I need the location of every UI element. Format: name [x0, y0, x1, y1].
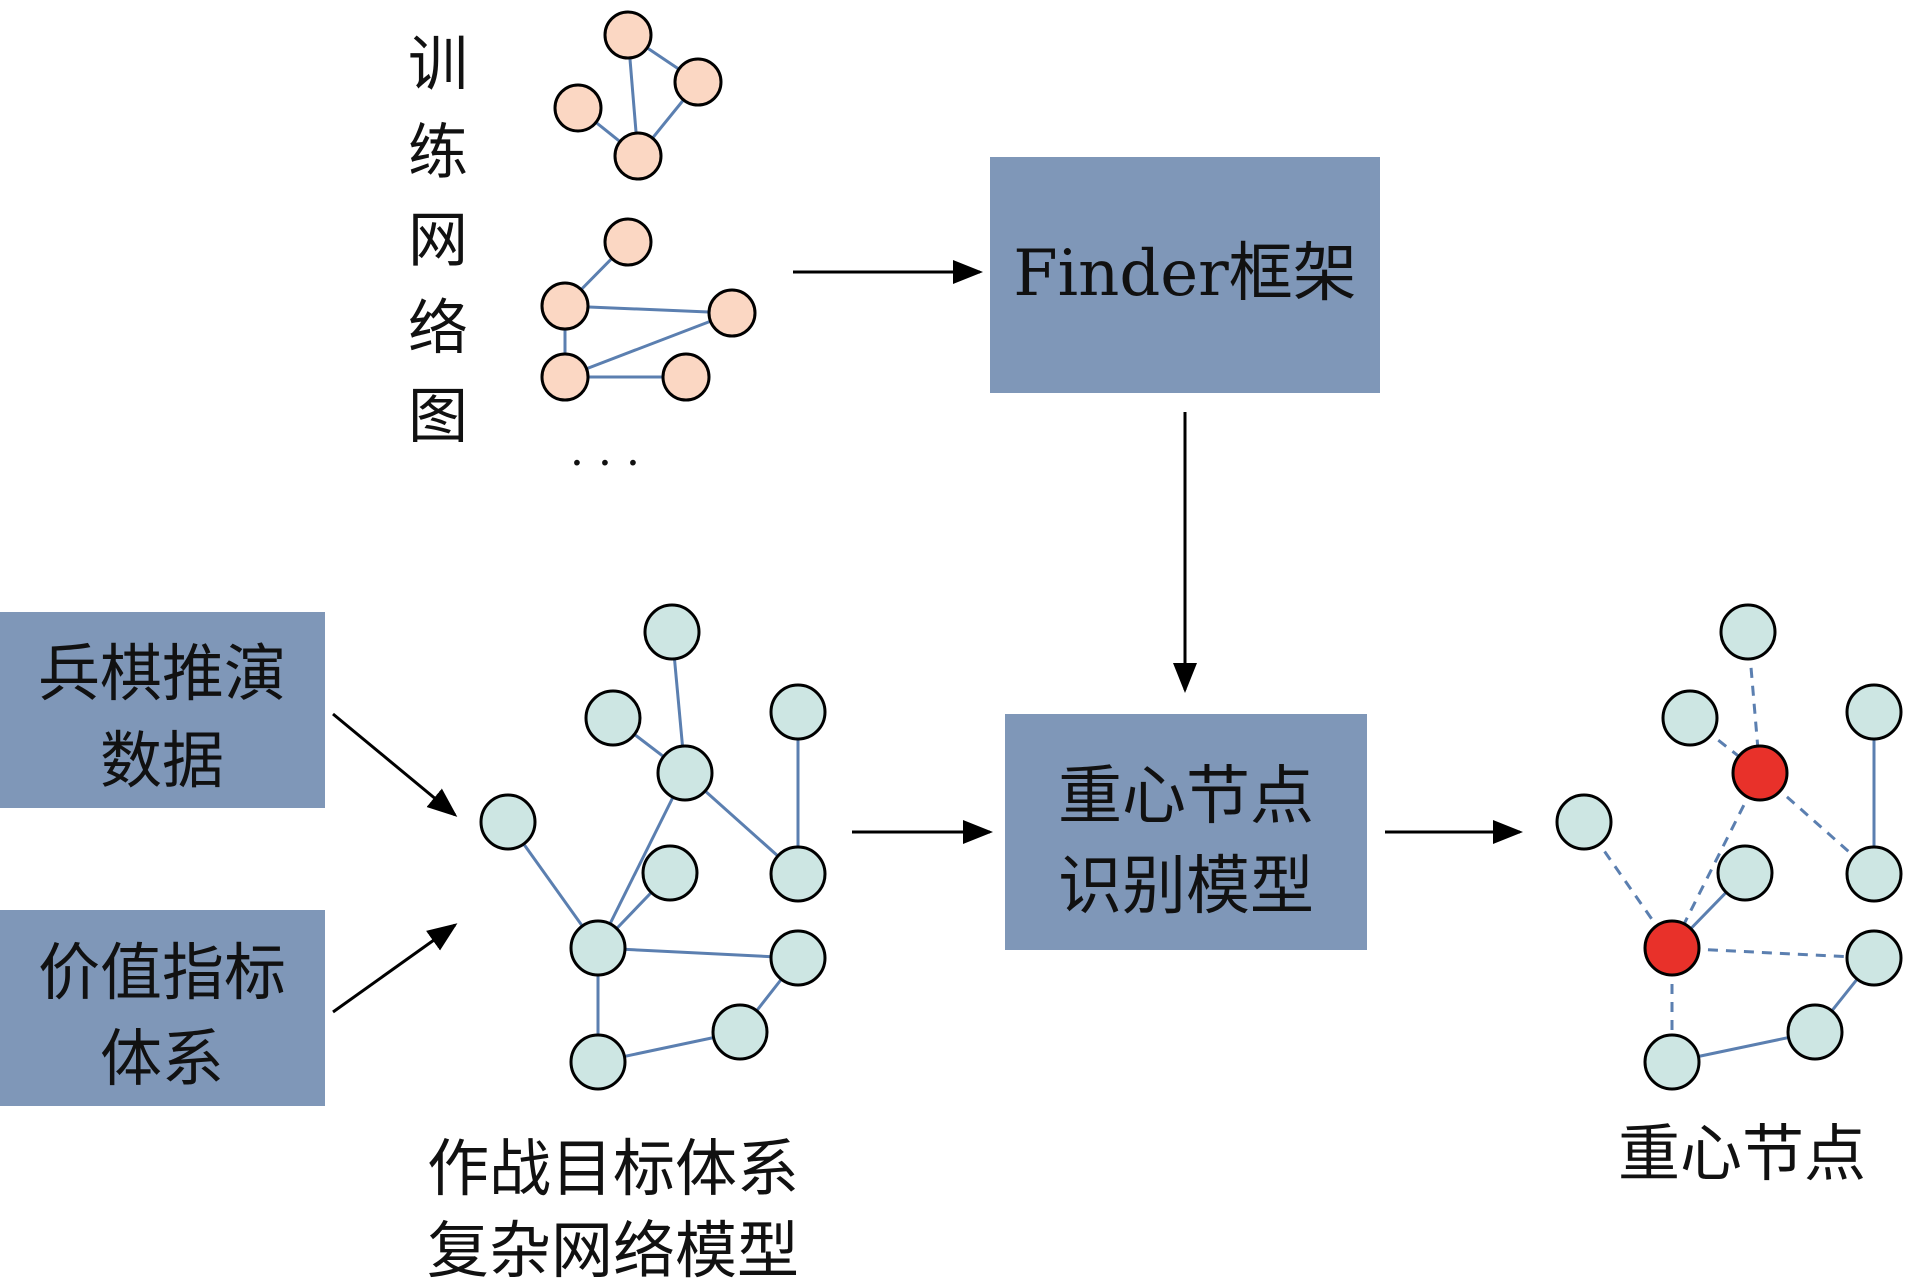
wargame-data-box: 兵棋推演 数据: [0, 612, 325, 808]
training-node: [540, 352, 590, 402]
result-node: [1845, 929, 1903, 987]
network-node: [643, 603, 701, 661]
training-node: [603, 217, 653, 267]
network-node: [656, 744, 714, 802]
model-box-line1: 重心节点: [1058, 760, 1314, 834]
training-node: [661, 352, 711, 402]
model-box-line2: 识别模型: [1058, 850, 1314, 924]
result-node: [1786, 1003, 1844, 1061]
training-graph-1: [553, 10, 723, 181]
result-node: [1845, 683, 1903, 741]
network-node: [569, 1033, 627, 1091]
value-box-line1: 价值指标: [38, 936, 286, 1009]
network-node: [569, 919, 627, 977]
network-caption-line1: 作战目标体系: [427, 1132, 799, 1205]
network-node: [584, 689, 642, 747]
result-node: [1716, 844, 1774, 902]
wargame-box-line2: 数据: [100, 724, 224, 797]
result-node: [1661, 689, 1719, 747]
result-caption: 重心节点: [1618, 1117, 1866, 1190]
wargame-box-line1: 兵棋推演: [38, 637, 286, 710]
result-node: [1845, 845, 1903, 903]
result-node: [1555, 793, 1613, 851]
network-caption-line2: 复杂网络模型: [427, 1214, 799, 1287]
training-node: [613, 131, 663, 181]
finder-box-label: Finder框架: [1013, 237, 1357, 311]
training-node: [707, 288, 757, 338]
result-node: [1719, 603, 1777, 661]
network-node: [769, 683, 827, 741]
center-node-red: [1731, 744, 1789, 802]
finder-box: Finder框架: [990, 157, 1380, 393]
training-graphs-char: 络: [408, 294, 496, 364]
arrow-wargame-to-network: [332, 712, 458, 817]
training-node: [603, 10, 653, 60]
network-node: [479, 793, 537, 851]
result-network: [1555, 603, 1903, 1091]
value-box-line2: 体系: [100, 1022, 224, 1095]
center-node-model-box: 重心节点 识别模型: [1005, 714, 1367, 950]
training-graph-2: [540, 217, 757, 402]
network-node: [769, 845, 827, 903]
training-node: [673, 57, 723, 107]
training-graphs-char: 网: [408, 206, 496, 276]
training-graphs-text: 训练网络图: [408, 30, 496, 452]
training-graphs-char: 图: [408, 382, 496, 452]
network-node: [769, 929, 827, 987]
training-graphs-char: 训: [408, 30, 496, 100]
ellipsis: · · ·: [570, 438, 640, 489]
network-node: [711, 1003, 769, 1061]
training-node: [540, 281, 590, 331]
training-graphs-label: 训练网络图: [408, 30, 496, 452]
center-node-red: [1643, 919, 1701, 977]
target-system-network: [479, 603, 827, 1091]
training-graphs-char: 练: [408, 118, 496, 188]
network-node: [641, 844, 699, 902]
training-node: [553, 83, 603, 133]
result-node: [1643, 1033, 1701, 1091]
value-index-box: 价值指标 体系: [0, 910, 325, 1106]
arrow-value-to-network: [332, 923, 458, 1014]
